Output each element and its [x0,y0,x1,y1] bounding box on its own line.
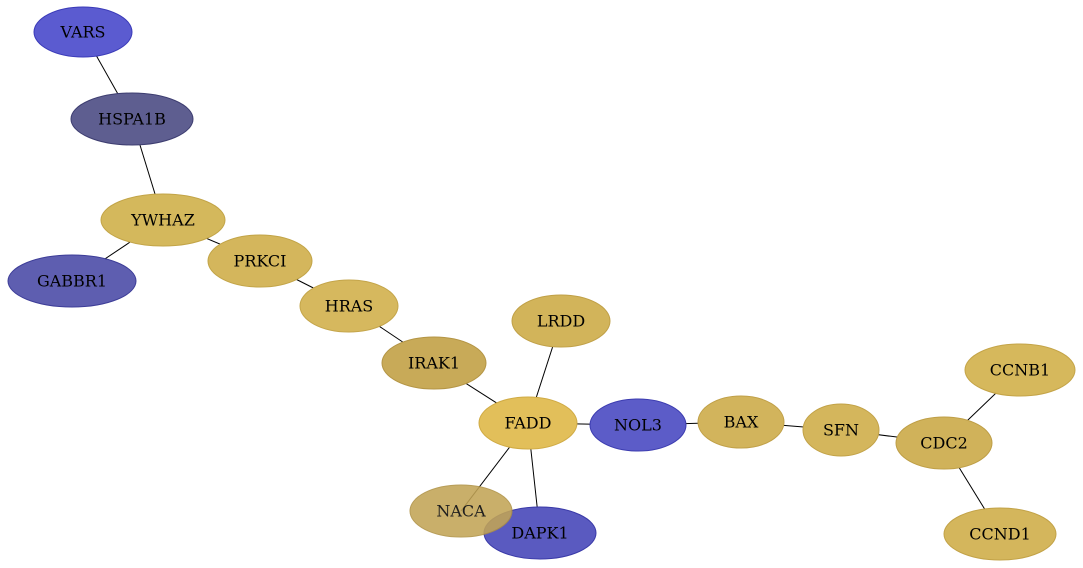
node-label-hras: HRAS [325,297,374,316]
node-lrdd: LRDD [511,294,611,348]
node-ccnd1: CCND1 [943,507,1057,561]
node-label-sfn: SFN [823,421,859,440]
node-label-vars: VARS [59,23,105,42]
node-shape-hras [299,279,399,333]
node-fadd: FADD [478,396,578,450]
node-irak1: IRAK1 [381,336,487,390]
node-label-bax: BAX [724,413,759,432]
node-layer: VARS HSPA1B YWHAZ GABBR1 PRKCI HRAS IRAK1 LRDD F… [7,6,1076,561]
node-shape-vars [33,6,133,58]
node-dapk1: DAPK1 [483,506,597,560]
node-shape-sfn [802,403,880,457]
node-naca: NACA [409,484,513,538]
node-shape-hspa1b [70,92,194,146]
node-nol3: NOL3 [589,398,687,452]
node-label-prkci: PRKCI [234,252,287,271]
node-label-irak1: IRAK1 [408,354,460,373]
node-shape-bax [697,395,785,449]
node-hspa1b: HSPA1B [70,92,194,146]
node-sfn: SFN [802,403,880,457]
node-hras: HRAS [299,279,399,333]
node-label-ccnb1: CCNB1 [990,361,1050,380]
node-label-ccnd1: CCND1 [969,525,1031,544]
node-label-dapk1: DAPK1 [511,524,568,543]
node-label-lrdd: LRDD [537,312,585,331]
node-ywhaz: YWHAZ [100,193,226,247]
node-cdc2: CDC2 [895,416,993,470]
node-label-ywhaz: YWHAZ [130,211,195,230]
node-shape-fadd [478,396,578,450]
node-shape-gabbr1 [7,254,137,308]
node-label-cdc2: CDC2 [920,434,968,453]
node-label-nol3: NOL3 [614,416,662,435]
node-label-hspa1b: HSPA1B [98,110,166,129]
node-ccnb1: CCNB1 [964,343,1076,397]
node-shape-nol3 [589,398,687,452]
node-label-gabbr1: GABBR1 [37,272,107,291]
node-shape-naca [409,484,513,538]
node-label-naca: NACA [436,502,486,521]
edge-layer [71,31,1021,535]
node-shape-prkci [207,234,313,288]
node-label-fadd: FADD [505,414,552,433]
node-prkci: PRKCI [207,234,313,288]
node-shape-ywhaz [100,193,226,247]
node-shape-irak1 [381,336,487,390]
node-bax: BAX [697,395,785,449]
node-shape-lrdd [511,294,611,348]
node-vars: VARS [33,6,133,58]
node-shape-cdc2 [895,416,993,470]
node-gabbr1: GABBR1 [7,254,137,308]
node-shape-ccnd1 [943,507,1057,561]
node-shape-ccnb1 [964,343,1076,397]
